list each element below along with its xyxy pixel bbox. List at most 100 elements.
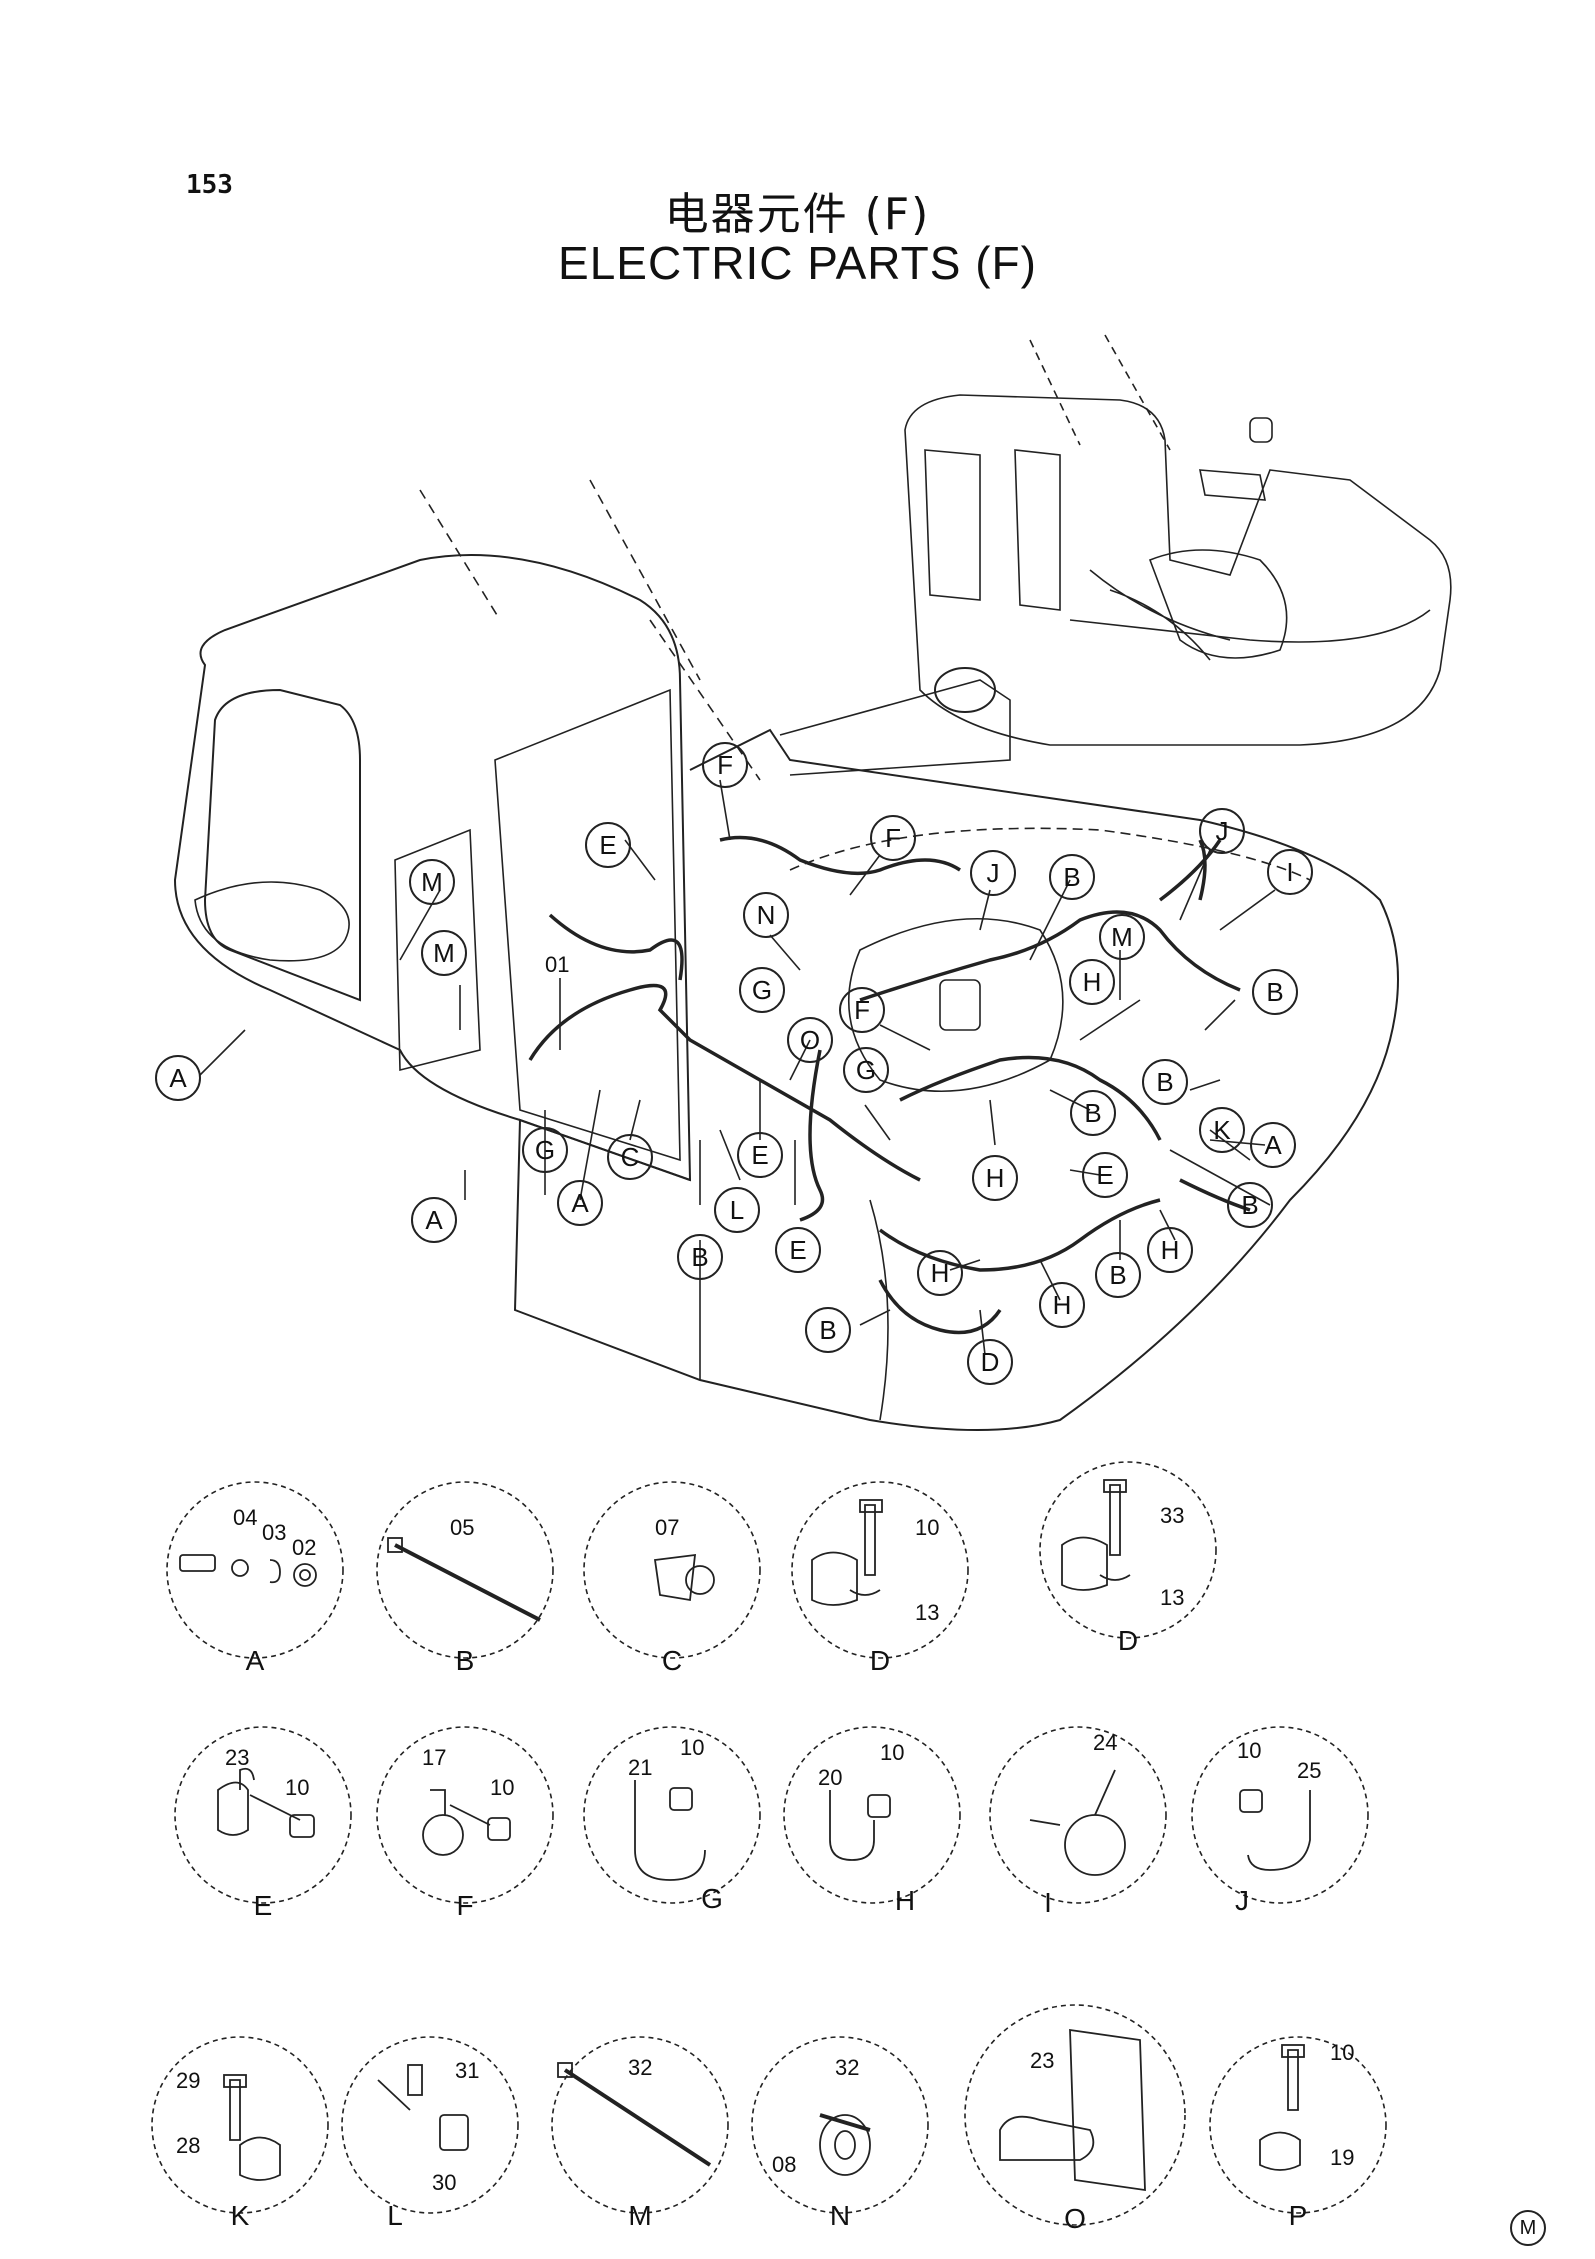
callout-7: J [970, 850, 1016, 896]
svg-text:04: 04 [233, 1505, 257, 1530]
svg-text:M: M [1111, 922, 1133, 952]
callout-9: J [1199, 808, 1245, 854]
inset-machine-view [904, 334, 1452, 746]
svg-text:23: 23 [225, 1745, 249, 1770]
svg-text:31: 31 [455, 2058, 479, 2083]
detail-letter-e: E [254, 1890, 273, 1921]
svg-text:A: A [169, 1063, 187, 1093]
detail-p [1209, 2036, 1387, 2214]
detail-letter-f: F [456, 1890, 473, 1921]
svg-text:F: F [854, 995, 870, 1025]
svg-text:A: A [571, 1188, 589, 1218]
callout-28: B [677, 1234, 723, 1280]
svg-text:G: G [856, 1055, 876, 1085]
callout-8: B [1049, 854, 1095, 900]
callout-25: C [607, 1134, 653, 1180]
svg-text:24: 24 [1093, 1730, 1117, 1755]
svg-text:A: A [1264, 1130, 1282, 1160]
callout-1: A [155, 1055, 201, 1101]
callout-13: M [1099, 914, 1145, 960]
callout-37: B [805, 1307, 851, 1353]
detail-o [964, 2004, 1186, 2226]
svg-text:07: 07 [655, 1515, 679, 1540]
svg-text:B: B [1109, 1260, 1126, 1290]
svg-text:N: N [757, 900, 776, 930]
svg-text:B: B [819, 1315, 836, 1345]
svg-text:17: 17 [422, 1745, 446, 1770]
svg-text:10: 10 [490, 1775, 514, 1800]
leader-lines [199, 779, 1276, 1356]
detail-k [151, 2036, 329, 2214]
callout-38: D [967, 1339, 1013, 1385]
svg-text:G: G [752, 975, 772, 1005]
callout-12: G [739, 967, 785, 1013]
svg-text:10: 10 [1237, 1738, 1261, 1763]
callout-30: E [775, 1227, 821, 1273]
detail-letters: A B C D D E F G H I J K L M N O P [231, 1625, 1308, 2234]
svg-text:K: K [1213, 1115, 1231, 1145]
callout-17: F [839, 987, 885, 1033]
harness-label: 01 [545, 952, 569, 977]
svg-text:J: J [1216, 816, 1229, 846]
svg-text:M: M [421, 867, 443, 897]
svg-text:H: H [1161, 1235, 1180, 1265]
detail-letter-j: J [1235, 1885, 1249, 1916]
callout-6: F [870, 815, 916, 861]
svg-text:23: 23 [1030, 2048, 1054, 2073]
svg-text:B: B [1241, 1190, 1258, 1220]
callout-18: G [843, 1047, 889, 1093]
detail-part-sketches [179, 1479, 1311, 2192]
svg-text:H: H [1083, 967, 1102, 997]
callout-21: B [1070, 1090, 1116, 1136]
svg-text:29: 29 [176, 2068, 200, 2093]
callout-14: H [1069, 959, 1115, 1005]
svg-text:10: 10 [880, 1740, 904, 1765]
callout-11: N [743, 892, 789, 938]
svg-text:19: 19 [1330, 2145, 1354, 2170]
svg-text:32: 32 [835, 2055, 859, 2080]
svg-text:08: 08 [772, 2152, 796, 2177]
callout-36: H [1039, 1282, 1085, 1328]
svg-text:21: 21 [628, 1755, 652, 1780]
svg-text:F: F [885, 823, 901, 853]
callout-15: B [1252, 969, 1298, 1015]
svg-text:13: 13 [1160, 1585, 1184, 1610]
detail-letter-k: K [231, 2200, 250, 2231]
detail-d2 [1039, 1461, 1217, 1639]
detail-c [583, 1481, 761, 1659]
main-machine-view [173, 479, 1399, 1431]
detail-letter-d2: D [1118, 1625, 1138, 1656]
page-number: 153 [186, 170, 233, 200]
part-numbers: 04 03 02 05 07 10 13 33 13 23 10 17 10 2… [176, 1503, 1354, 2195]
detail-j [1191, 1726, 1369, 1904]
svg-text:02: 02 [292, 1535, 316, 1560]
svg-text:13: 13 [915, 1600, 939, 1625]
svg-text:F: F [717, 750, 733, 780]
detail-letter-d1: D [870, 1645, 890, 1676]
callout-35: H [917, 1250, 963, 1296]
detail-d1 [791, 1481, 969, 1659]
wire-harness [528, 835, 1251, 1335]
detail-letter-a: A [246, 1645, 265, 1676]
svg-text:E: E [751, 1140, 768, 1170]
callout-29: E [737, 1132, 783, 1178]
detail-f [376, 1726, 554, 1904]
detail-letter-l: L [387, 2200, 403, 2231]
detail-letter-m: M [628, 2200, 651, 2231]
svg-text:E: E [599, 830, 616, 860]
svg-text:C: C [621, 1142, 640, 1172]
detail-n [751, 2036, 929, 2214]
callout-3: M [421, 930, 467, 976]
svg-text:A: A [425, 1205, 443, 1235]
title-chinese: 电器元件 (F) [664, 189, 931, 240]
svg-text:10: 10 [1330, 2040, 1354, 2065]
title-english: ELECTRIC PARTS (F) [558, 237, 1037, 289]
svg-text:D: D [981, 1347, 1000, 1377]
svg-text:B: B [1084, 1098, 1101, 1128]
callout-20: K [1199, 1107, 1245, 1153]
callout-27: L [714, 1187, 760, 1233]
callout-2: M [409, 859, 455, 905]
svg-text:03: 03 [262, 1520, 286, 1545]
svg-text:M: M [433, 938, 455, 968]
svg-text:B: B [1156, 1067, 1173, 1097]
